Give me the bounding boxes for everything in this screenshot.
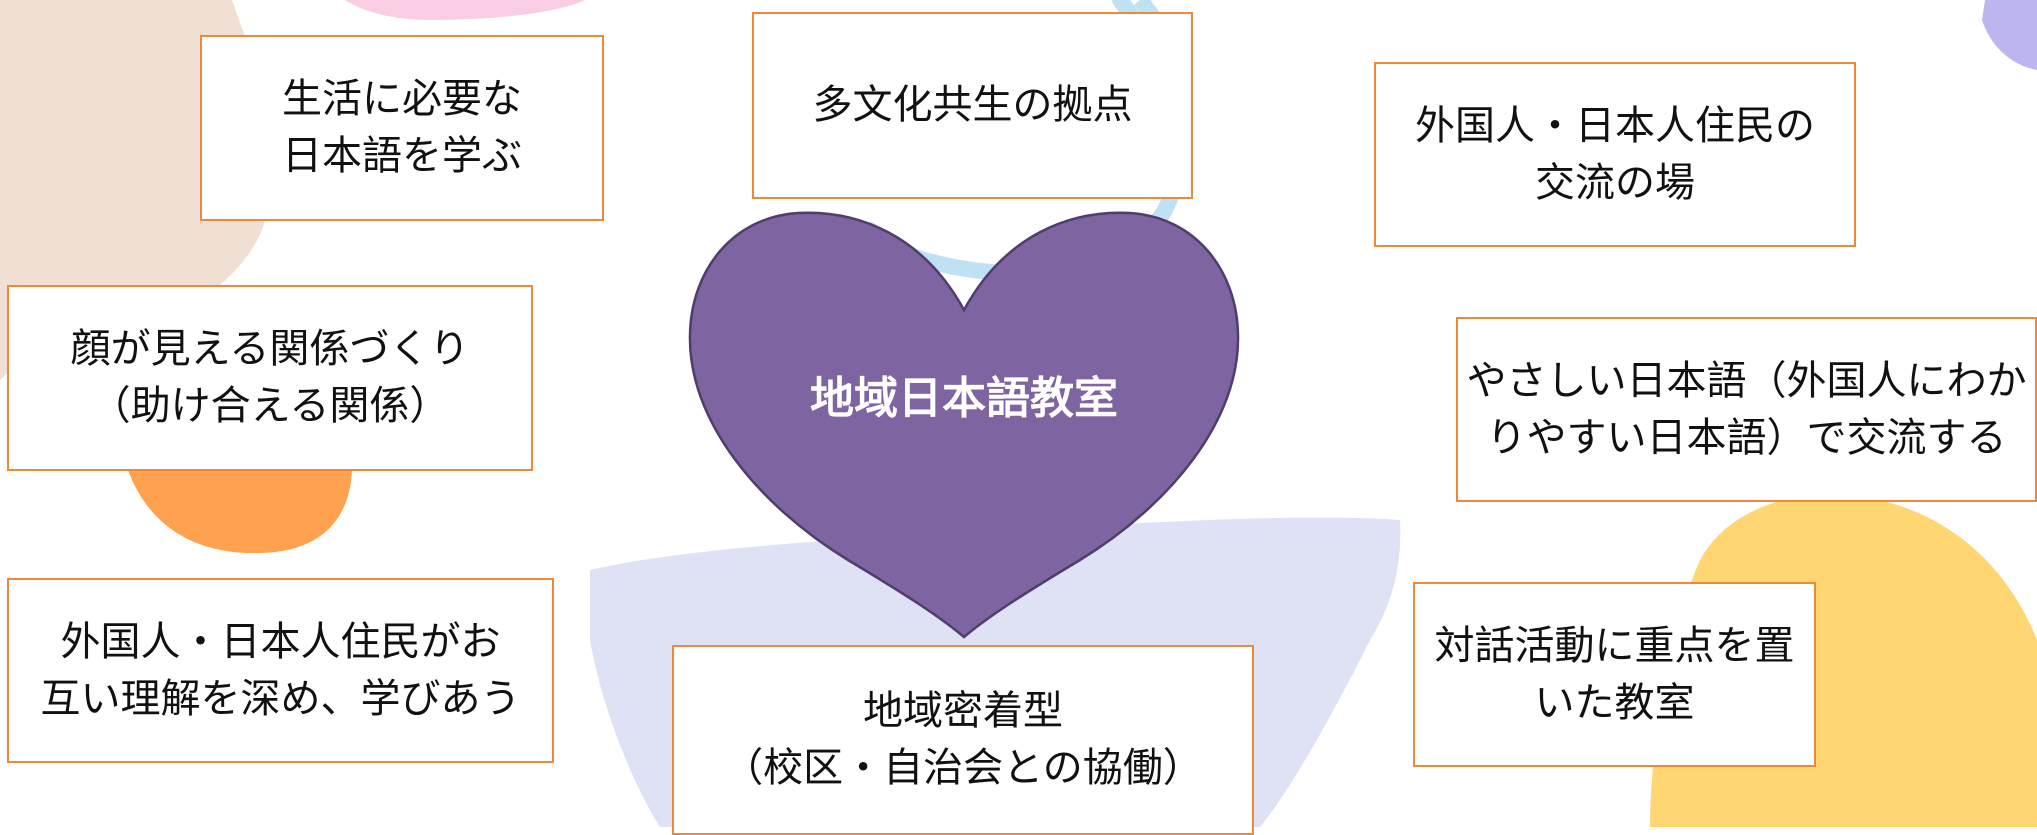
box-mutual-learning-text: 外国人・日本人住民がお 互い理解を深め、学びあう [40,618,521,722]
box-face-relations: 顔が見える関係づくり （助け合える関係） [7,285,533,471]
box-dialogue-class-text: 対話活動に重点を置 いた教室 [1434,622,1795,726]
orange-blob [128,470,352,554]
box-easy-japanese: やさしい日本語（外国人にわか りやすい日本語）で交流する [1456,317,2037,502]
purple-corner [1982,0,2037,70]
center-title: 地域日本語教室 [810,373,1118,424]
box-community-based-text: 地域密着型 （校区・自治会との協働） [723,688,1203,791]
box-exchange-place-text: 外国人・日本人住民の 交流の場 [1415,102,1815,206]
box-multicultural-hub: 多文化共生の拠点 [752,12,1193,199]
box-multicultural-hub-text: 多文化共生の拠点 [812,82,1133,129]
pink-stroke [345,0,585,20]
box-learn-japanese: 生活に必要な 日本語を学ぶ [200,35,604,221]
box-face-relations-text: 顔が見える関係づくり （助け合える関係） [70,326,470,429]
box-easy-japanese-text: やさしい日本語（外国人にわか りやすい日本語）で交流する [1466,357,2027,461]
center-heart [688,205,1240,640]
heart-shape [688,211,1240,639]
box-exchange-place: 外国人・日本人住民の 交流の場 [1374,62,1856,247]
box-community-based: 地域密着型 （校区・自治会との協働） [672,645,1254,835]
box-dialogue-class: 対話活動に重点を置 いた教室 [1413,582,1816,767]
box-mutual-learning: 外国人・日本人住民がお 互い理解を深め、学びあう [7,578,554,763]
box-learn-japanese-text: 生活に必要な 日本語を学ぶ [282,76,522,179]
